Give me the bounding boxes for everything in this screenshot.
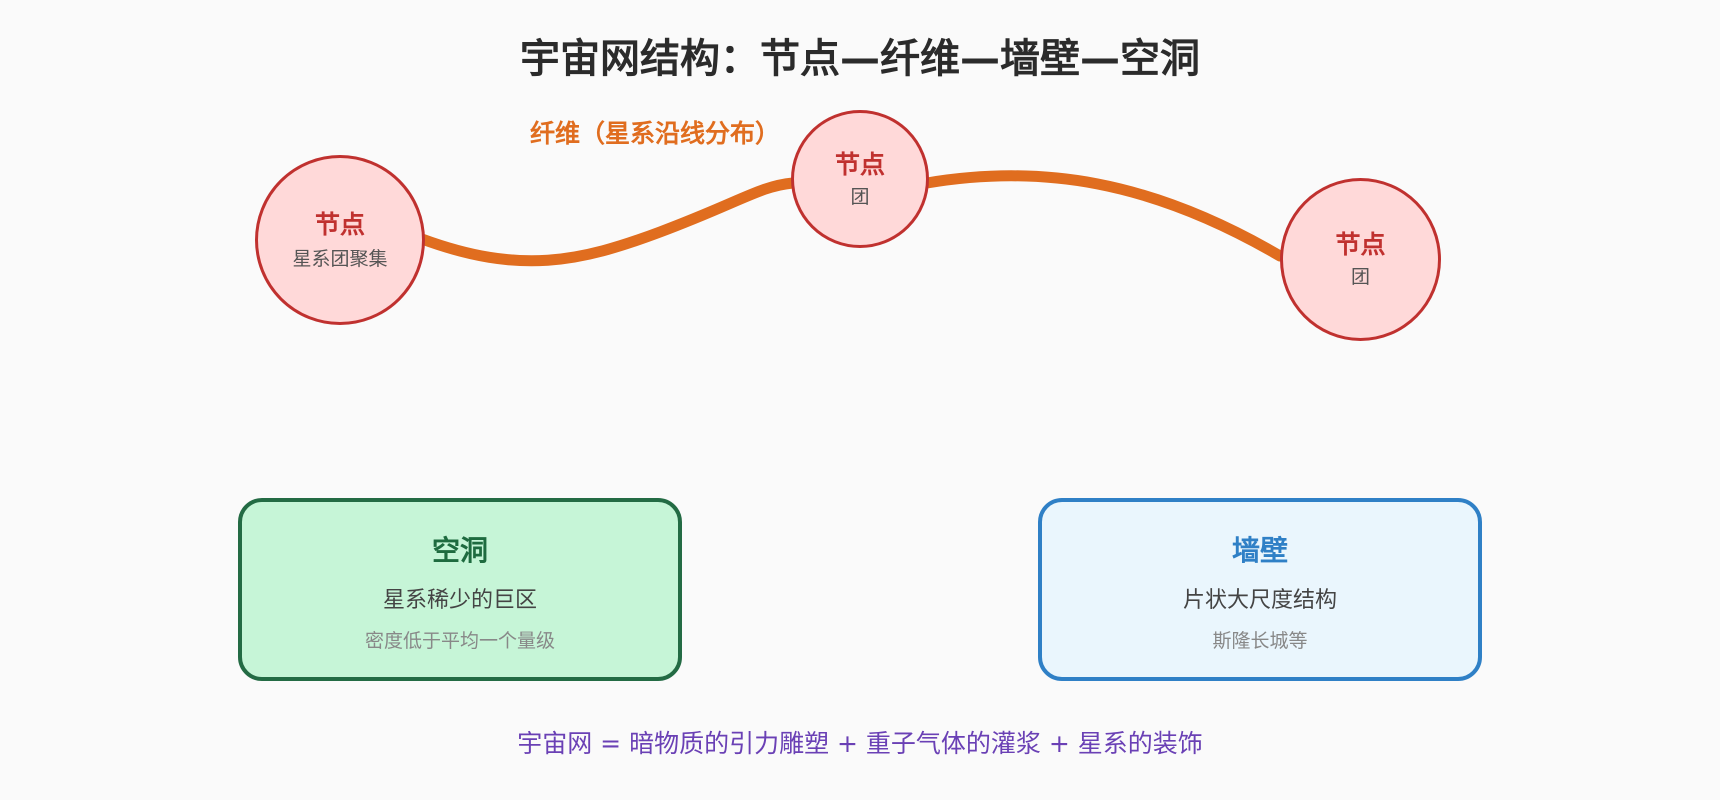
wall-description: 片状大尺度结构 <box>1182 588 1337 613</box>
node-subtitle: 星系团聚集 <box>292 247 388 270</box>
node-center: 节点 团 <box>791 110 929 248</box>
node-subtitle: 团 <box>850 185 870 208</box>
node-left: 节点 星系团聚集 <box>255 155 425 325</box>
filament-line-right <box>921 170 1286 262</box>
void-description: 星系稀少的巨区 <box>382 588 537 613</box>
node-title: 节点 <box>834 149 885 179</box>
filament-line-left <box>416 177 799 267</box>
node-right: 节点 团 <box>1280 178 1441 341</box>
wall-title: 墙壁 <box>1231 534 1288 567</box>
summary-formula: 宇宙网 = 暗物质的引力雕塑 + 重子气体的灌浆 + 星系的装饰 <box>517 729 1203 758</box>
wall-note: 斯隆长城等 <box>1212 630 1308 652</box>
node-subtitle: 团 <box>1350 266 1370 289</box>
void-note: 密度低于平均一个量级 <box>364 630 555 652</box>
node-title: 节点 <box>314 209 365 239</box>
wall-box: 墙壁 片状大尺度结构 斯隆长城等 <box>1038 498 1482 681</box>
node-title: 节点 <box>1335 230 1386 260</box>
void-box: 空洞 星系稀少的巨区 密度低于平均一个量级 <box>238 498 682 681</box>
void-title: 空洞 <box>431 534 488 567</box>
filament-label: 纤维（星系沿线分布） <box>530 119 781 148</box>
diagram-title: 宇宙网结构：节点—纤维—墙壁—空洞 <box>520 36 1200 82</box>
